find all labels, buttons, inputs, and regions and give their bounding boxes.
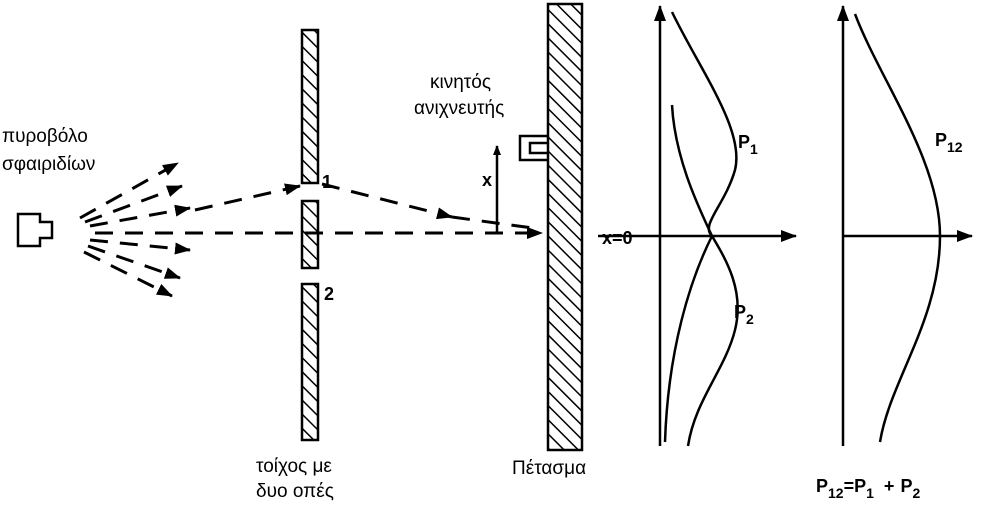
x-zero-label: x=0 — [602, 228, 633, 248]
detector-label-line1: κινητός — [430, 72, 491, 93]
hole-2-label: 2 — [324, 284, 334, 304]
path-from-hole-1 — [321, 182, 453, 220]
detector-label-line2: ανιχνευτής — [414, 98, 504, 119]
curve-p12 — [853, 13, 942, 443]
wall-label-line1: τοίχος με — [256, 456, 332, 477]
p12-label: P12 — [935, 130, 963, 155]
curve-p1 — [663, 11, 738, 443]
gun-label-line2: σφαιριδίων — [2, 154, 95, 175]
p1-label: P1 — [738, 132, 758, 157]
wall-with-two-holes — [300, 28, 320, 442]
graph-p12 — [837, 5, 973, 446]
p2-label: P2 — [734, 302, 754, 327]
gun — [16, 161, 301, 298]
screen — [546, 2, 584, 452]
hole-1-label: 1 — [322, 172, 332, 192]
wall-label-line2: δυο οπές — [256, 481, 334, 502]
gun-label-line1: πυροβόλο — [2, 126, 88, 147]
sum-formula: P12=P1+P2 — [816, 476, 920, 501]
screen-label: Πέτασμα — [512, 458, 586, 479]
ball-spray-rays — [79, 161, 301, 298]
movable-detector — [518, 134, 548, 162]
x-label: x — [482, 170, 492, 190]
graph-p1-p2 — [598, 5, 797, 447]
curve-p2 — [670, 104, 739, 447]
